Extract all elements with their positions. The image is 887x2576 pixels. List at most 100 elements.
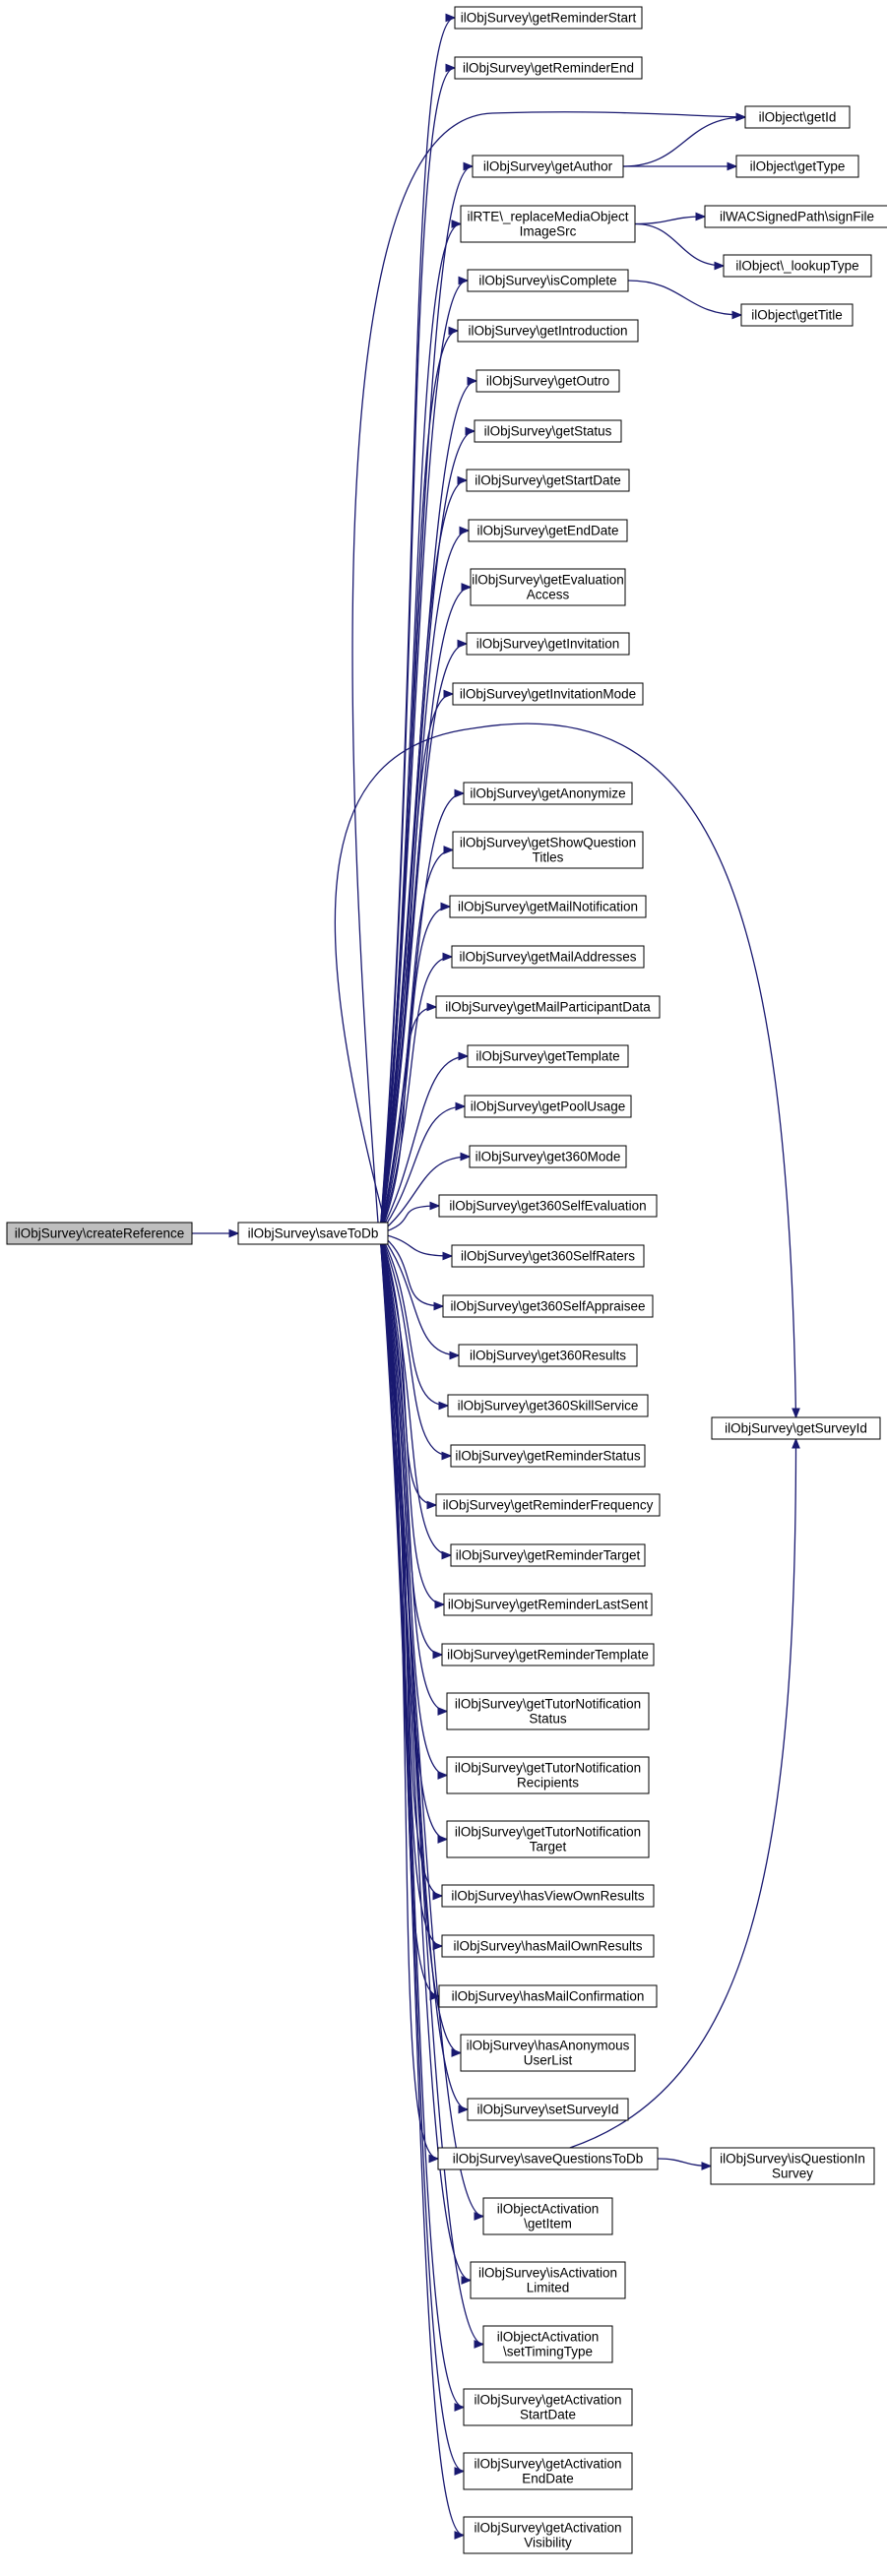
node-set-timing-type[interactable]: ilObjectActivation\setTimingType — [482, 2325, 613, 2363]
edge-line — [379, 479, 468, 1234]
node-label: Recipients — [517, 1776, 579, 1791]
node-label: Visibility — [524, 2536, 572, 2550]
node-label: ilObjSurvey\getTutorNotification — [455, 1697, 641, 1712]
node-get-pool-usage[interactable]: ilObjSurvey\getPoolUsage — [464, 1095, 632, 1118]
edge-line — [379, 1232, 448, 1713]
edge-save-to-db-to-get360-results — [379, 1232, 461, 1360]
node-box — [710, 2147, 875, 2185]
node-lookup-type[interactable]: ilObject\_lookupType — [723, 254, 872, 278]
node-save-questions-to-db[interactable]: ilObjSurvey\saveQuestionsToDb — [437, 2147, 659, 2170]
node-box — [470, 2261, 626, 2299]
node-get-mail-addresses[interactable]: ilObjSurvey\getMailAddresses — [451, 945, 645, 969]
node-label: ImageSrc — [520, 224, 577, 239]
edge-save-to-db-to-get-mail-notification — [379, 902, 452, 1234]
node-label: ilObjSurvey\getEndDate — [476, 524, 618, 538]
node-label: ilObjSurvey\isQuestionIn — [720, 2152, 865, 2167]
node-get-outro[interactable]: ilObjSurvey\getOutro — [475, 369, 620, 393]
node-get360-self-appraisee[interactable]: ilObjSurvey\get360SelfAppraisee — [442, 1294, 654, 1318]
node-box — [443, 1593, 653, 1616]
arrow-head-icon — [428, 2154, 440, 2164]
arrow-head-icon — [458, 276, 470, 285]
arrow-head-icon — [437, 1835, 449, 1844]
node-get-start-date[interactable]: ilObjSurvey\getStartDate — [466, 469, 630, 492]
node-get-survey-id[interactable]: ilObjSurvey\getSurveyId — [711, 1416, 881, 1440]
edge-save-to-db-to-get-tutor-notification-status — [379, 1232, 449, 1716]
edge-save-to-db-to-get-introduction — [379, 326, 460, 1234]
node-has-mail-confirmation[interactable]: ilObjSurvey\hasMailConfirmation — [438, 1984, 658, 2008]
node-get360-mode[interactable]: ilObjSurvey\get360Mode — [469, 1145, 627, 1168]
arrow-head-icon — [465, 426, 476, 436]
node-get-reminder-status[interactable]: ilObjSurvey\getReminderStatus — [450, 1444, 646, 1468]
node-save-to-db[interactable]: ilObjSurvey\saveToDb — [237, 1222, 389, 1245]
edge-save-to-db-to-get-reminder-start — [379, 13, 457, 1234]
node-get-reminder-target[interactable]: ilObjSurvey\getReminderTarget — [450, 1543, 646, 1567]
edge-save-to-db-to-get360-self-evaluation — [379, 1201, 441, 1234]
node-get-anonymize[interactable]: ilObjSurvey\getAnonymize — [463, 782, 633, 805]
edge-line — [351, 111, 746, 1224]
node-get360-self-raters[interactable]: ilObjSurvey\get360SelfRaters — [451, 1244, 645, 1268]
node-get-reminder-template[interactable]: ilObjSurvey\getReminderTemplate — [441, 1643, 655, 1666]
arrow-head-icon — [429, 1201, 441, 1211]
edge-get-author-to-get-type — [622, 161, 738, 171]
node-label: ilObjectActivation — [497, 2330, 600, 2345]
node-get360-skill-service[interactable]: ilObjSurvey\get360SkillService — [447, 1394, 649, 1417]
node-set-survey-id[interactable]: ilObjSurvey\setSurveyId — [467, 2098, 629, 2121]
node-get-tutor-notification-recipients[interactable]: ilObjSurvey\getTutorNotificationRecipien… — [446, 1756, 650, 1794]
node-box — [446, 1820, 650, 1858]
node-label: ilObject\_lookupType — [735, 259, 858, 274]
node-create-reference[interactable]: ilObjSurvey\createReference — [6, 1222, 193, 1245]
edge-line — [379, 1232, 465, 2409]
node-get-invitation-mode[interactable]: ilObjSurvey\getInvitationMode — [452, 682, 644, 706]
node-get-title[interactable]: ilObject\getTitle — [740, 303, 854, 327]
node-label: ilObjSurvey\getActivation — [474, 2521, 621, 2536]
edge-save-to-db-to-get-reminder-target — [379, 1232, 453, 1560]
node-get360-self-evaluation[interactable]: ilObjSurvey\get360SelfEvaluation — [438, 1194, 658, 1218]
node-get-mail-notification[interactable]: ilObjSurvey\getMailNotification — [449, 895, 647, 918]
node-get-type[interactable]: ilObject\getType — [735, 155, 859, 178]
node-get-mail-participant-data[interactable]: ilObjSurvey\getMailParticipantData — [435, 995, 661, 1019]
node-label: ilObjSurvey\hasMailOwnResults — [453, 1939, 642, 1954]
node-get-reminder-frequency[interactable]: ilObjSurvey\getReminderFrequency — [435, 1493, 661, 1517]
arrow-head-icon — [727, 161, 738, 171]
node-get-author[interactable]: ilObjSurvey\getAuthor — [472, 155, 624, 178]
node-is-complete[interactable]: ilObjSurvey\isComplete — [467, 269, 629, 292]
node-get-invitation[interactable]: ilObjSurvey\getInvitation — [466, 632, 630, 656]
arrow-head-icon — [701, 2162, 713, 2170]
node-label: ilObjSurvey\getAuthor — [483, 159, 613, 174]
edge-save-to-db-to-get-item — [379, 1232, 485, 2221]
edge-save-to-db-to-get-start-date — [379, 475, 469, 1234]
node-get-end-date[interactable]: ilObjSurvey\getEndDate — [468, 519, 628, 542]
node-get-id[interactable]: ilObject\getId — [744, 105, 851, 129]
node-get-reminder-end[interactable]: ilObjSurvey\getReminderEnd — [454, 56, 643, 80]
node-label: ilWACSignedPath\signFile — [720, 210, 874, 224]
arrow-head-icon — [467, 376, 478, 386]
node-get-item[interactable]: ilObjectActivation\getItem — [482, 2197, 613, 2235]
node-get-reminder-start[interactable]: ilObjSurvey\getReminderStart — [454, 6, 643, 30]
arrow-head-icon — [461, 583, 473, 592]
node-has-mail-own-results[interactable]: ilObjSurvey\hasMailOwnResults — [441, 1934, 655, 1958]
node-sign-file[interactable]: ilWACSignedPath\signFile — [704, 205, 887, 228]
node-has-view-own-results[interactable]: ilObjSurvey\hasViewOwnResults — [441, 1884, 655, 1908]
edge-save-to-db-to-get-activation-start-date — [379, 1232, 466, 2412]
node-get-reminder-last-sent[interactable]: ilObjSurvey\getReminderLastSent — [443, 1593, 653, 1616]
node-get-template[interactable]: ilObjSurvey\getTemplate — [467, 1044, 629, 1068]
node-get-introduction[interactable]: ilObjSurvey\getIntroduction — [457, 319, 639, 343]
node-box — [454, 6, 643, 30]
node-get360-results[interactable]: ilObjSurvey\get360Results — [458, 1344, 638, 1367]
arrow-head-icon — [458, 1051, 470, 1061]
node-label: ilObjSurvey\getActivation — [474, 2393, 621, 2408]
arrow-head-icon — [451, 2048, 463, 2057]
node-get-status[interactable]: ilObjSurvey\getStatus — [474, 419, 622, 443]
